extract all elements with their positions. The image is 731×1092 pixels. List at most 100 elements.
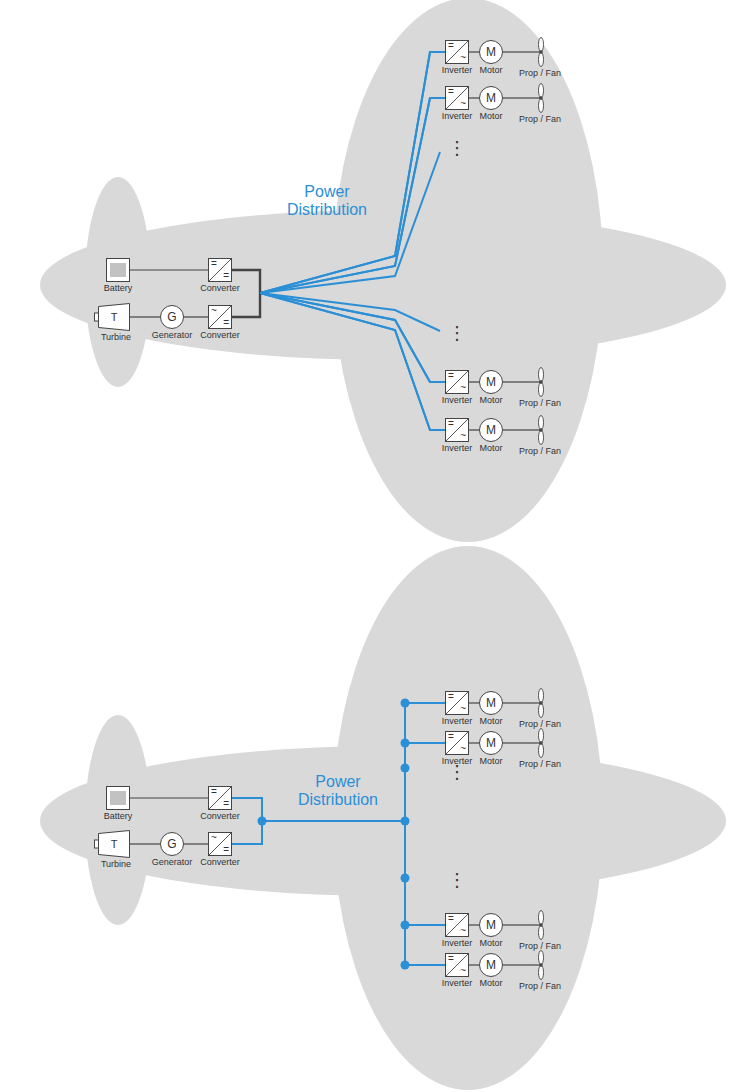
converter-glyph: ~: [460, 431, 466, 441]
prop-blade: [539, 416, 544, 430]
motor-circle: MMotor: [479, 40, 503, 64]
component-link: [503, 742, 532, 743]
component-link: [469, 51, 479, 52]
propeller-symbol: Prop / Fan: [532, 688, 548, 718]
converter-glyph: =: [448, 914, 454, 924]
component-label: Motor: [479, 112, 502, 121]
propeller-symbol: Prop / Fan: [532, 367, 548, 397]
converter-diagonal: [209, 306, 232, 329]
converter-diagonal: [209, 833, 232, 856]
prop-blade: [539, 729, 544, 743]
component-link: [503, 381, 532, 382]
power-line: [232, 798, 445, 965]
machine-letter: G: [160, 832, 184, 856]
power-line: [232, 703, 445, 821]
inverter-box: =~Inverter: [445, 418, 469, 442]
propeller-symbol: Prop / Fan: [532, 415, 548, 445]
prop-hub: [539, 380, 543, 384]
battery-cell: [115, 263, 116, 277]
machine-letter: M: [479, 691, 503, 715]
component-label: Battery: [104, 812, 133, 821]
power-line: [232, 293, 445, 430]
component-label: Prop / Fan: [519, 760, 561, 769]
converter-glyph: =: [448, 41, 454, 51]
converter-glyph: ~: [460, 744, 466, 754]
component-label: Prop / Fan: [519, 399, 561, 408]
converter-glyph: ~: [211, 306, 217, 316]
converter-glyph: =: [223, 845, 229, 855]
inverter-box: =~Inverter: [445, 953, 469, 977]
distribution-label: Power Distribution: [292, 773, 384, 810]
component-label: Inverter: [442, 939, 473, 948]
junction-dot: [401, 961, 410, 970]
component-link: [469, 964, 479, 965]
component-label: Inverter: [442, 66, 473, 75]
prop-hub: [539, 50, 543, 54]
converter-outline: [446, 419, 469, 442]
machine-outline: [161, 833, 184, 856]
component-label: Converter: [200, 858, 240, 867]
converter-outline: [446, 954, 469, 977]
prop-blade: [539, 926, 544, 940]
inverter-box: =~Inverter: [445, 40, 469, 64]
converter-outline: [209, 306, 232, 329]
machine-letter: M: [479, 913, 503, 937]
battery-cell: [123, 791, 124, 805]
power-line: [232, 743, 445, 821]
machine-outline: [480, 732, 503, 755]
battery-outline: [107, 259, 130, 282]
machine-outline: [480, 692, 503, 715]
battery-cell: [125, 263, 126, 277]
battery-cell: [113, 791, 114, 805]
power-line: [232, 821, 445, 925]
motor-circle: MMotor: [479, 86, 503, 110]
component-link: [503, 964, 532, 965]
converter-glyph: =: [448, 954, 454, 964]
component-label: Motor: [479, 444, 502, 453]
symbol-outline: [532, 83, 548, 113]
converter-outline: [446, 692, 469, 715]
turbine-inlet: [95, 840, 99, 848]
prop-blade: [539, 84, 544, 98]
converter-outline: [209, 833, 232, 856]
machine-outline: [480, 371, 503, 394]
component-link: [503, 702, 532, 703]
component-link: [469, 381, 479, 382]
prop-blade: [539, 689, 544, 703]
component-label: Motor: [479, 757, 502, 766]
component-label: Prop / Fan: [519, 982, 561, 991]
converter-diagonal: [446, 914, 469, 937]
component-link: [503, 429, 532, 430]
power-line: [232, 98, 445, 317]
converter-glyph: ~: [460, 99, 466, 109]
battery-cell: [113, 263, 114, 277]
prop-blade: [539, 38, 544, 52]
component-link: [130, 269, 208, 270]
component-link: [469, 97, 479, 98]
converter-box: ~=Converter: [208, 305, 232, 329]
inverter-box: =~Inverter: [445, 370, 469, 394]
junction-dot: [401, 739, 410, 748]
inverter-box: =~Inverter: [445, 731, 469, 755]
converter-box: ==Converter: [208, 258, 232, 282]
converter-glyph: ~: [460, 53, 466, 63]
symbol-outline: [532, 728, 548, 758]
prop-blade: [539, 99, 544, 113]
component-label: Motor: [479, 717, 502, 726]
converter-glyph: =: [223, 799, 229, 809]
propeller-symbol: Prop / Fan: [532, 950, 548, 980]
distribution-line: [260, 152, 440, 293]
component-label: Generator: [152, 331, 193, 340]
converter-diagonal: [446, 419, 469, 442]
converter-glyph: ~: [460, 704, 466, 714]
prop-hub: [539, 428, 543, 432]
prop-hub: [539, 741, 543, 745]
battery-cell: [117, 263, 118, 277]
converter-outline: [209, 787, 232, 810]
converter-diagonal: [446, 41, 469, 64]
component-link: [503, 924, 532, 925]
component-label: Motor: [479, 939, 502, 948]
battery-cell: [111, 791, 112, 805]
converter-glyph: ~: [460, 383, 466, 393]
